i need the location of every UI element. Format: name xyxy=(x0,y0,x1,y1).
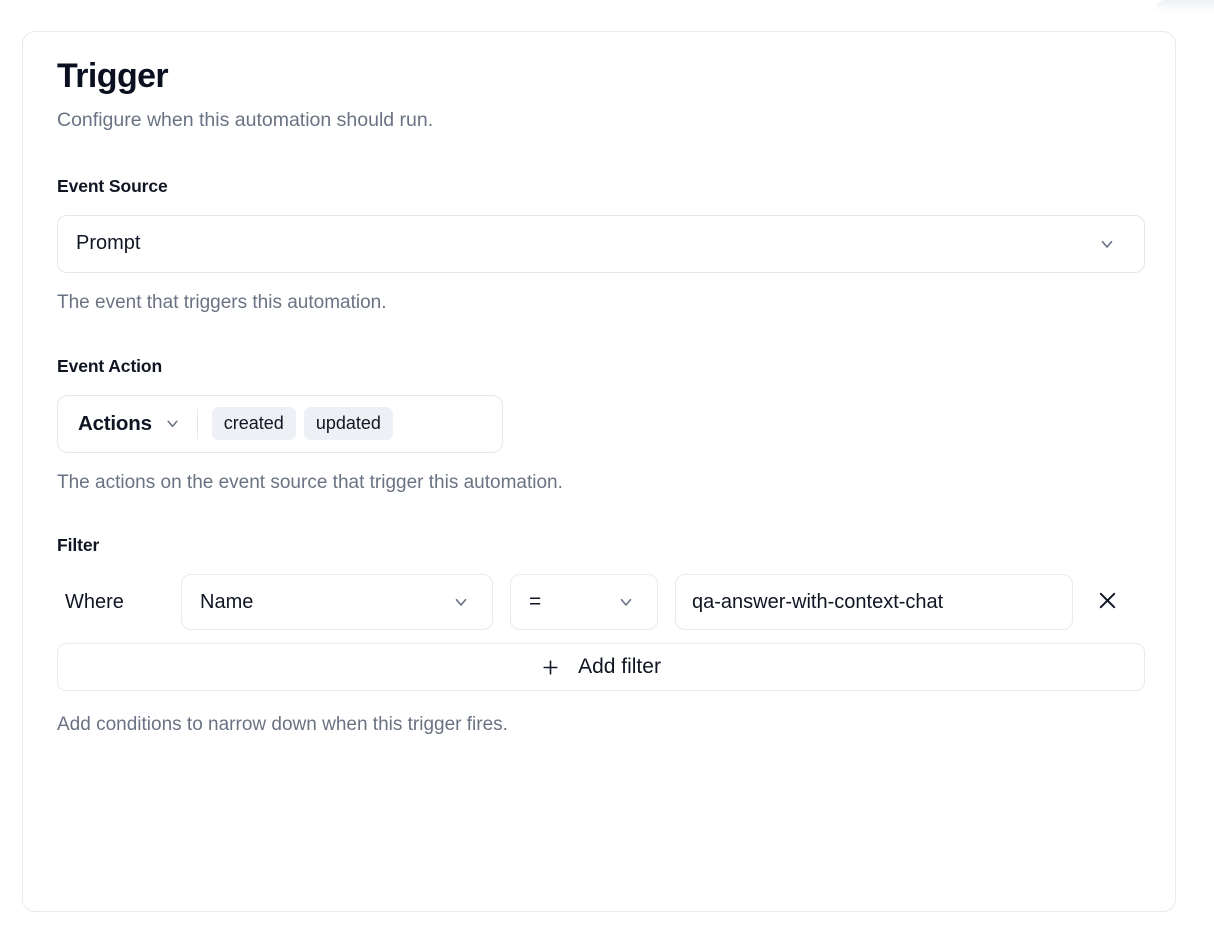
filter-value-input[interactable] xyxy=(675,574,1073,631)
event-action-chip-updated[interactable]: updated xyxy=(303,407,393,441)
event-source-label: Event Source xyxy=(57,175,168,196)
event-source-help: The event that triggers this automation. xyxy=(57,291,387,313)
chevron-down-icon xyxy=(1098,235,1116,253)
page-title: Trigger xyxy=(57,57,169,95)
filter-field-select[interactable]: Name xyxy=(181,574,493,631)
event-action-section: Event Action Actions created updated T xyxy=(57,356,1141,495)
filter-where-label: Where xyxy=(65,590,124,613)
event-action-control: Actions created updated xyxy=(57,394,503,453)
add-filter-button[interactable]: Add filter xyxy=(57,643,1145,692)
trigger-card: Trigger Configure when this automation s… xyxy=(22,31,1176,912)
event-action-label: Event Action xyxy=(57,355,163,376)
add-filter-label: Add filter xyxy=(578,655,661,679)
event-source-select[interactable]: Prompt xyxy=(57,214,1145,273)
event-action-help: The actions on the event source that tri… xyxy=(57,471,563,493)
chevron-down-icon xyxy=(617,593,635,611)
remove-filter-button[interactable] xyxy=(1085,580,1129,624)
overlapping-panel-edge xyxy=(1155,0,1214,12)
filter-operator-value: = xyxy=(529,590,542,614)
plus-icon xyxy=(541,658,560,677)
filter-label: Filter xyxy=(57,535,100,556)
close-icon xyxy=(1096,589,1119,615)
event-action-trigger-label: Actions xyxy=(78,411,152,435)
filter-help: Add conditions to narrow down when this … xyxy=(57,714,508,736)
chevron-down-icon xyxy=(452,593,470,611)
event-source-value: Prompt xyxy=(76,232,141,255)
event-action-dropdown-trigger[interactable]: Actions xyxy=(78,412,197,436)
filter-row: Where Name = xyxy=(57,574,1141,631)
action-divider xyxy=(196,408,198,439)
event-action-chip-list: created updated xyxy=(211,407,393,441)
filter-field-value: Name xyxy=(200,590,254,613)
filter-operator-select[interactable]: = xyxy=(510,574,658,631)
chevron-down-icon xyxy=(164,415,181,432)
page-subtitle: Configure when this automation should ru… xyxy=(57,109,434,132)
event-source-section: Event Source Prompt The event that trigg… xyxy=(57,175,1145,315)
event-action-chip-created[interactable]: created xyxy=(211,407,296,441)
filter-section: Filter Where Name = xyxy=(57,535,1145,737)
